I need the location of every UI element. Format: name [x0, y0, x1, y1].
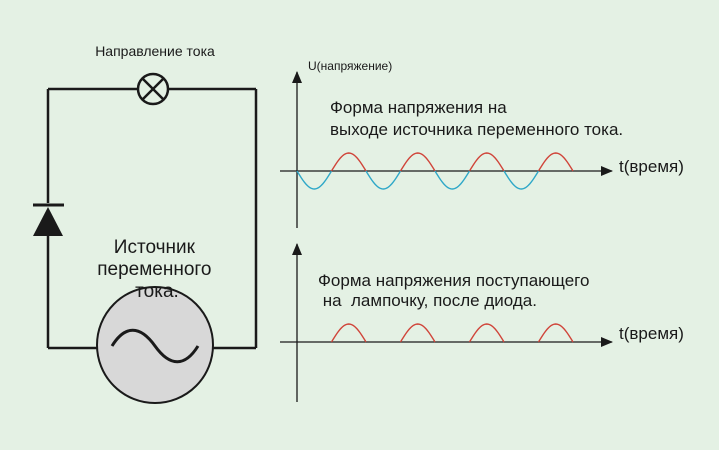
- rectified-half-wave: [537, 323, 574, 343]
- negative-half-wave: [434, 170, 471, 190]
- source-label-line-3: тока.: [135, 281, 179, 302]
- diode-icon: [33, 203, 64, 236]
- source-label-line-2: переменного: [97, 259, 211, 280]
- rectified-half-wave: [330, 323, 367, 343]
- negative-half-wave: [503, 170, 540, 190]
- graph-bottom: Форма напряжения поступающего на лампочк…: [280, 243, 684, 402]
- ac-source-icon: [96, 286, 214, 404]
- circuit-wires: [46, 87, 258, 350]
- positive-half-wave: [330, 152, 367, 172]
- graph-top-caption-line-2: выходе источника переменного тока.: [330, 120, 623, 139]
- graph-top-x-label: t(время): [619, 157, 684, 176]
- negative-half-wave: [365, 170, 402, 190]
- graph-bottom-caption-line-2: на лампочку, после диода.: [318, 291, 537, 310]
- graph-top-waveform: [296, 152, 574, 190]
- negative-half-wave: [296, 170, 333, 190]
- graph-bottom-x-label: t(время): [619, 324, 684, 343]
- circuit: Направление тока Источник переменного то…: [33, 43, 258, 404]
- positive-half-wave: [537, 152, 574, 172]
- positive-half-wave: [468, 152, 505, 172]
- lamp-icon: [136, 72, 170, 106]
- source-label-line-1: Источник: [114, 237, 196, 258]
- graph-bottom-waveform: [330, 323, 574, 343]
- positive-half-wave: [399, 152, 436, 172]
- graph-top-caption-line-1: Форма напряжения на: [330, 98, 507, 117]
- current-direction-label: Направление тока: [95, 43, 215, 59]
- graph-bottom-caption: Форма напряжения поступающего на лампочк…: [318, 271, 594, 310]
- graph-top-caption: Форма напряжения на выходе источника пер…: [330, 98, 623, 139]
- rectified-half-wave: [468, 323, 505, 343]
- graph-bottom-caption-line-1: Форма напряжения поступающего: [318, 271, 589, 290]
- graph-top-y-label: U(напряжение): [308, 59, 392, 73]
- graph-top: U(напряжение) Форма напряжения на выходе…: [280, 59, 684, 228]
- source-label: Источник переменного тока.: [97, 237, 217, 302]
- rectified-half-wave: [399, 323, 436, 343]
